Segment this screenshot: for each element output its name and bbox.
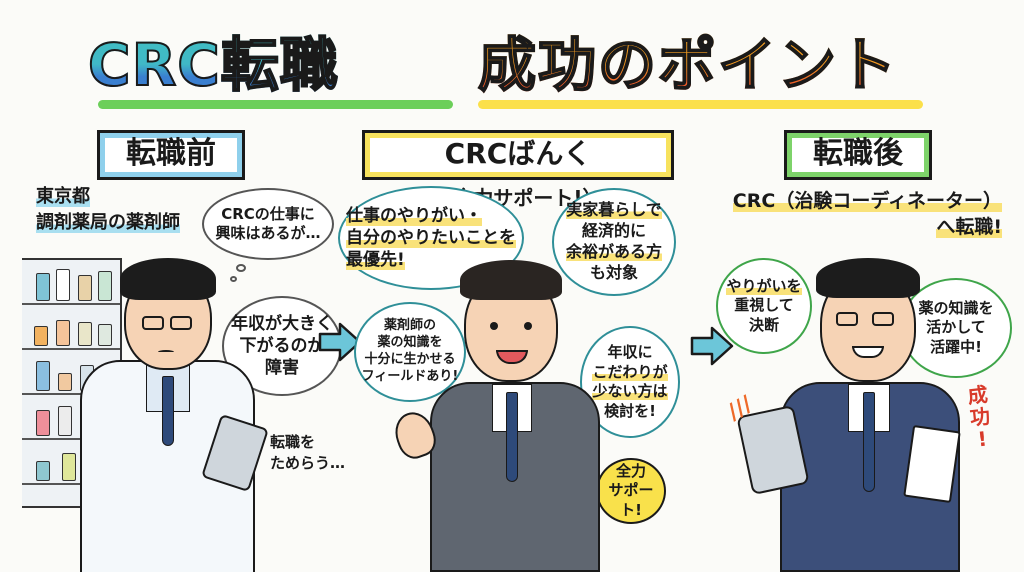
bubble-line: 少ない方は [592,382,668,400]
eye-right [524,322,532,330]
success-text: 成 功 ! [967,382,994,452]
title-underline-yellow [478,100,923,109]
after-label-line1: CRC（治験コーディネーター） [732,190,1002,212]
frown-mouth [158,350,174,354]
before-label-line1: 東京都 [36,186,90,207]
thought-bubble-interest: CRCの仕事に 興味はあるが… [202,188,334,260]
section-header-middle-main: CRCばんく [444,137,592,170]
bubble-line: 余裕がある方 [565,242,662,261]
bubble-line: 実家暮らしで [566,200,662,220]
after-label-line2: へ転職! [936,216,1002,238]
arrow-right-icon [318,322,362,362]
bubble-line: 障害 [265,358,299,379]
speech-bubble-field: 薬剤師の 薬の知識を 十分に生かせる フィールドあり! [354,302,466,402]
bubble-line: CRCの仕事に [221,204,315,223]
bubble-line: やりがいを [726,276,802,295]
before-caption: 転職を ためらう… [270,432,345,474]
bubble-line: サポート! [608,481,654,519]
speech-bubble-decision: やりがいを 重視して 決断 [716,258,812,354]
bubble-line: 下がるのが [239,335,325,356]
consultant-hair [460,260,562,300]
after-label: CRC（治験コーディネーター） へ転職! [732,188,1002,240]
speech-bubble-family: 実家暮らしで 経済的に 余裕がある方 も対象 [552,188,676,296]
thought-dot [236,264,246,272]
caption-line: ためらう… [270,454,346,472]
bubble-line: 興味はあるが… [215,224,321,242]
speech-bubble-salary-worry: 年収が大きく 下がるのが 障害 [222,296,342,396]
bubble-line: 活かして [926,318,986,337]
bubble-line: 重視して [734,296,794,315]
bubble-line: 検討を! [604,401,656,420]
bubble-line: 薬剤師の [383,318,436,334]
pharmacist-hair [120,258,216,300]
crc-hair [816,258,920,298]
crc-professional-illustration [736,252,961,572]
tie [162,376,174,446]
bubble-line: 経済的に [581,221,646,241]
bubble-line: 年収が大きく [231,313,333,334]
success-char: ! [976,426,989,452]
bubble-line: 年収に [607,343,653,361]
bubble-line: も対象 [589,262,638,282]
arrow-right-icon [690,326,734,366]
bubble-line: 十分に生かせる [364,352,456,367]
speech-bubble-priority: 仕事のやりがい・ 自分のやりたいことを 最優先! [338,186,524,290]
glasses-right [872,312,894,326]
section-header-middle: CRCばんく（全力サポート!） [362,130,674,210]
section-header-before: 転職前 [97,130,245,180]
glasses-left [142,316,164,330]
thought-dot [230,276,237,282]
speech-bubble-active: 薬の知識を 活かして 活躍中! [900,278,1012,378]
glasses-left [836,312,858,326]
success-char: 功 [968,404,992,430]
speech-bubble-full-support: 全力 サポート! [596,458,666,524]
bubble-line: フィールドあり! [361,368,459,384]
pharmacist-illustration [80,250,270,572]
main-title-part2: 成功のポイント [477,18,898,102]
bubble-line: 全力 [615,461,646,480]
consultant-illustration [389,252,600,572]
tie [506,392,518,482]
bubble-line: こだわりが [592,362,668,381]
section-header-after: 転職後 [784,130,932,180]
glasses-right [170,316,192,330]
bubble-line: 活躍中! [930,337,982,356]
bubble-line: 自分のやりたいことを [346,227,516,248]
bubble-line: 薬の知識を [918,298,994,317]
before-label-line2: 調剤薬局の薬剤師 [36,212,180,233]
title-underline-green [98,100,453,109]
bubble-line: 最優先! [346,250,405,271]
bubble-line: 仕事のやりがい・ [346,205,482,226]
caption-line: 転職を [270,433,316,451]
bubble-line: 決断 [748,315,779,334]
tie [863,392,875,492]
before-label: 東京都 調剤薬局の薬剤師 [36,184,180,236]
bubble-line: 薬の知識を [377,335,443,351]
eye-left [490,322,498,330]
main-title-part1: CRC転職 [87,18,339,102]
documents-icon [903,425,961,503]
